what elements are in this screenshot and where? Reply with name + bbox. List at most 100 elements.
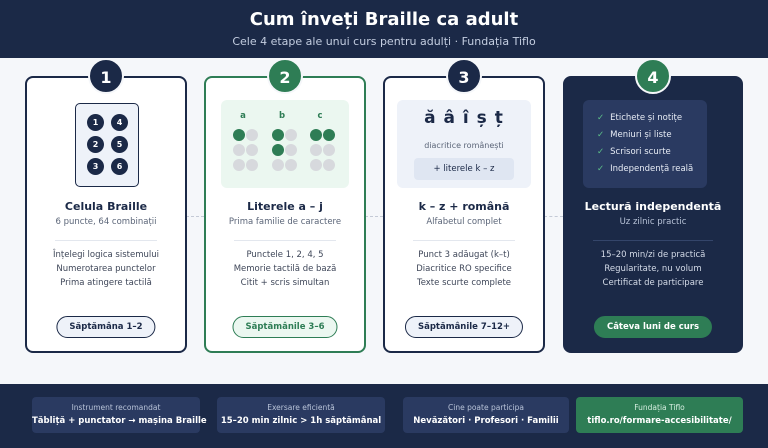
stage-point: Regularitate, nu volum	[604, 264, 702, 274]
braille-dot: 5	[111, 136, 128, 153]
stage-subtitle: Prima familie de caractere	[228, 217, 342, 227]
checklist-label: Etichete și notițe	[610, 113, 683, 123]
check-icon: ✓	[597, 130, 605, 140]
stage-point: Punctele 1, 2, 4, 5	[246, 250, 324, 260]
stage-connector	[365, 216, 383, 217]
braille-letter-dot	[246, 159, 258, 171]
braille-letter-dot	[310, 129, 322, 141]
braille-letter-dot	[246, 144, 258, 156]
stage-4-badge: 4	[635, 58, 671, 94]
page-subtitle: Cele 4 etape ale unui curs pentru adulți…	[232, 35, 536, 48]
letter-label: c	[317, 111, 323, 121]
footer-label: Instrument recomandat	[71, 403, 161, 412]
checklist-label: Independență reală	[610, 164, 694, 174]
stage-card-1: 1 2 3 4 5 6 Celula Braille 6 puncte, 64 …	[25, 76, 187, 353]
footer-link[interactable]: tiflo.ro/formare-accesibilitate/	[587, 416, 732, 426]
footer-value: Tăbliță + punctator → mașina Braille	[32, 416, 207, 426]
braille-dot: 3	[87, 158, 104, 175]
check-icon: ✓	[597, 113, 605, 123]
braille-dot: 1	[87, 114, 104, 131]
braille-letter-dot	[310, 159, 322, 171]
letter-label: b	[278, 111, 286, 121]
stage-point: Numerotarea punctelor	[56, 264, 156, 274]
check-icon: ✓	[597, 147, 605, 157]
stage-point: Înțelegi logica sistemului	[53, 250, 159, 260]
braille-letter-dot	[233, 159, 245, 171]
diacritics-sample: ă â î ș ț	[424, 108, 504, 128]
braille-letter-dot	[272, 129, 284, 141]
stage-1-badge: 1	[88, 58, 124, 94]
footer-label: Fundația Tiflo	[634, 403, 685, 412]
checklist-item: ✓ Independență reală	[597, 164, 707, 181]
duration-pill: Săptămânile 7–12+	[404, 316, 524, 338]
stage-point: Texte scurte complete	[416, 278, 512, 288]
braille-letter-dot	[323, 144, 335, 156]
diacritics-panel: ă â î ș ț diacritice românești + literel…	[397, 100, 531, 188]
footer-info-practice: Exersare eficientă 15–20 min zilnic > 1h…	[217, 397, 385, 433]
divider	[593, 240, 713, 241]
braille-letter-dot	[285, 129, 297, 141]
braille-dot: 2	[87, 136, 104, 153]
stage-point: Diacritice RO specifice	[416, 264, 512, 274]
braille-letter-dot	[272, 159, 284, 171]
check-icon: ✓	[597, 164, 605, 174]
stage-card-4: ✓ Etichete și notițe ✓ Meniuri și liste ✓ S…	[563, 76, 743, 353]
checklist-label: Scrisori scurte	[610, 147, 671, 157]
letter-label: a	[240, 111, 246, 121]
page-header: Cum înveți Braille ca adult Cele 4 etape…	[0, 0, 768, 58]
stage-subtitle: 6 puncte, 64 combinații	[55, 217, 157, 227]
checklist-item: ✓ Scrisori scurte	[597, 147, 707, 164]
duration-pill: Săptămâna 1–2	[56, 316, 156, 338]
stage-points: Înțelegi logica sistemului Numerotarea p…	[27, 248, 185, 290]
footer-label: Cine poate participa	[448, 403, 524, 412]
braille-letter-dot	[323, 159, 335, 171]
page-title: Cum înveți Braille ca adult	[249, 9, 519, 30]
stage-connector	[186, 216, 204, 217]
braille-letter-dot	[285, 144, 297, 156]
stage-points: Punctele 1, 2, 4, 5 Memorie tactilă de b…	[206, 248, 364, 290]
duration-pill: Săptămânile 3–6	[232, 316, 338, 338]
braille-letter-dot	[272, 144, 284, 156]
braille-dot: 4	[111, 114, 128, 131]
stage-points: 15–20 min/zi de practică Regularitate, n…	[565, 248, 741, 290]
diacritics-caption: diacritice românești	[424, 141, 504, 150]
stage-points: Punct 3 adăugat (k–t) Diacritice RO spec…	[385, 248, 543, 290]
braille-cell: 1 2 3 4 5 6	[75, 103, 139, 187]
checklist-item: ✓ Meniuri și liste	[597, 130, 707, 147]
braille-letter-dot	[233, 129, 245, 141]
braille-letter-dot	[310, 144, 322, 156]
braille-letter-dot	[233, 144, 245, 156]
footer-value: 15–20 min zilnic > 1h săptămânal	[220, 416, 382, 426]
duration-pill: Câteva luni de curs	[593, 316, 713, 338]
stage-card-3: ă â î ș ț diacritice românești + literel…	[383, 76, 545, 353]
page-footer: Instrument recomandat Tăbliță + punctato…	[0, 384, 768, 448]
stage-title: Lectură independentă	[584, 200, 722, 213]
footer-info-audience: Cine poate participa Nevăzători · Profes…	[403, 397, 569, 433]
stage-3-badge: 3	[446, 58, 482, 94]
footer-label: Exersare eficientă	[267, 403, 335, 412]
divider	[55, 240, 157, 241]
braille-letter-dot	[323, 129, 335, 141]
stage-title: k – z + română	[418, 200, 510, 213]
stage-card-2: a b c Literele a – j Prima familie de ca…	[204, 76, 366, 353]
braille-letter-dot	[285, 159, 297, 171]
divider	[413, 240, 515, 241]
stage-point: 15–20 min/zi de practică	[600, 250, 706, 260]
letter-samples: a b c	[221, 100, 349, 188]
use-checklist: ✓ Etichete și notițe ✓ Meniuri și liste ✓ S…	[583, 100, 707, 188]
stage-point: Certificat de participare	[602, 278, 704, 288]
stage-point: Punct 3 adăugat (k–t)	[418, 250, 510, 260]
stage-title: Literele a – j	[247, 200, 323, 213]
stage-connector	[544, 216, 563, 217]
braille-letter-dot	[246, 129, 258, 141]
stage-title: Celula Braille	[64, 200, 148, 213]
checklist-label: Meniuri și liste	[610, 130, 672, 140]
stage-2-badge: 2	[267, 58, 303, 94]
footer-value: Nevăzători · Profesori · Familii	[413, 416, 559, 426]
footer-info-instrument: Instrument recomandat Tăbliță + punctato…	[32, 397, 207, 433]
footer-link-box[interactable]: Fundația Tiflo tiflo.ro/formare-accesibi…	[576, 397, 743, 433]
letters-chip: + literele k – z	[414, 158, 514, 180]
stage-point: Citit + scris simultan	[240, 278, 330, 288]
braille-dot: 6	[111, 158, 128, 175]
divider	[234, 240, 336, 241]
